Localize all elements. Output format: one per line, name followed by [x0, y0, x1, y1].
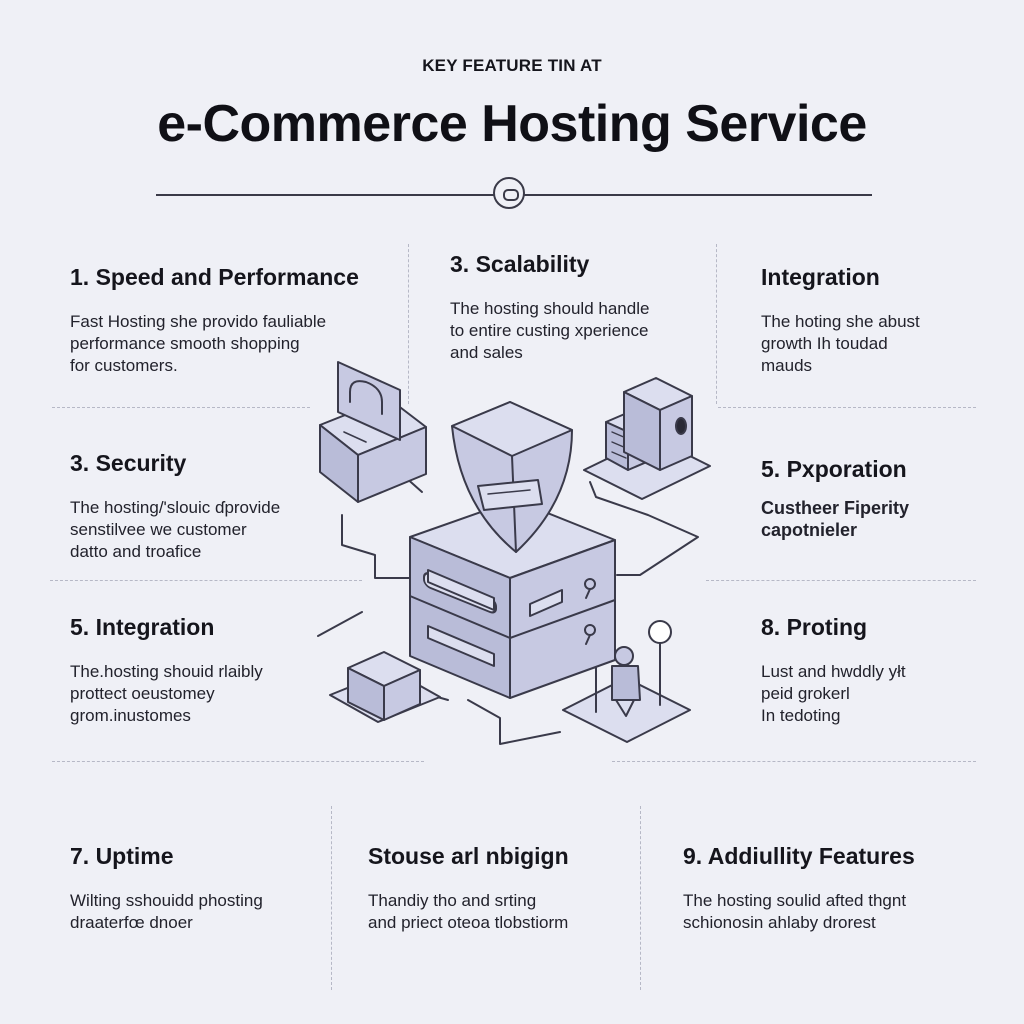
grid-divider	[718, 407, 976, 408]
feature-card-security: 3. Security The hosting/'slouic ɗprovide…	[70, 450, 280, 563]
feature-card-scalability: 3. Scalability The hosting should handle…	[450, 251, 649, 364]
header-kicker: KEY FEATURE TIN AT	[422, 56, 602, 75]
feature-title: 3. Security	[70, 450, 187, 476]
grid-divider	[612, 761, 976, 762]
feature-description: Fast Hosting she provido fauliable perfo…	[70, 312, 327, 375]
feature-description: Thandiy tho and srting and priect oteoa …	[368, 891, 569, 932]
feature-title: 3. Scalability	[450, 251, 590, 277]
feature-title: 7. Uptime	[70, 843, 174, 869]
grid-divider	[52, 761, 424, 762]
feature-description: Wilting sshouidd phosting draaterfœ dnoe…	[70, 891, 263, 932]
feature-card-stouse: Stouse arl nbigign Thandiy tho and srtin…	[368, 843, 569, 934]
grid-divider	[331, 806, 332, 990]
feature-description: Lust and hwddly yłt peid grokerl In tedo…	[761, 662, 906, 725]
computer-icon	[583, 377, 711, 500]
feature-description: The hoting she abust growth Ih toudad ma…	[761, 312, 920, 375]
feature-description: The.hosting shouid rlaibly prottect oeus…	[70, 662, 263, 725]
feature-card-integration: 5. Integration The.hosting shouid rlaibl…	[70, 614, 263, 727]
grid-divider	[716, 244, 717, 404]
grid-divider	[706, 580, 976, 581]
padlock-icon	[319, 361, 427, 503]
feature-title: 8. Proting	[761, 614, 868, 640]
feature-card-proting: 8. Proting Lust and hwddly yłt peid grok…	[761, 614, 906, 727]
page-title: e-Commerce Hosting Service	[157, 95, 867, 153]
feature-title: Stouse arl nbigign	[368, 843, 569, 869]
feature-title: 9. Addiullity Features	[683, 843, 915, 869]
feature-description: The hosting/'slouic ɗprovide senstilvee …	[70, 498, 281, 561]
person-icon	[562, 620, 691, 743]
grid-divider	[640, 806, 641, 990]
grid-divider	[408, 244, 409, 404]
feature-title: Integration	[761, 264, 880, 290]
feature-card-exploration: 5. Pxporation Custheer Fiperity capotnie…	[761, 456, 909, 541]
feature-description: Custheer Fiperity capotnieler	[761, 498, 910, 540]
box-icon	[329, 651, 441, 723]
feature-card-addiullity: 9. Addiullity Features The hosting souli…	[683, 843, 915, 934]
feature-description: The hosting soulid afted thgnt schionosi…	[683, 891, 907, 932]
grid-divider	[52, 407, 310, 408]
feature-card-speed: 1. Speed and Performance Fast Hosting sh…	[70, 264, 359, 377]
feature-title: 1. Speed and Performance	[70, 264, 359, 290]
grid-divider	[50, 580, 362, 581]
divider-ornament-icon	[493, 177, 525, 209]
feature-title: 5. Integration	[70, 614, 215, 640]
shield-icon	[451, 401, 573, 553]
feature-card-integration-top: Integration The hoting she abust growth …	[761, 264, 920, 377]
hosting-illustration	[317, 361, 711, 745]
feature-card-uptime: 7. Uptime Wilting sshouidd phosting draa…	[70, 843, 263, 934]
feature-title: 5. Pxporation	[761, 456, 907, 482]
feature-description: The hosting should handle to entire cust…	[450, 299, 650, 362]
